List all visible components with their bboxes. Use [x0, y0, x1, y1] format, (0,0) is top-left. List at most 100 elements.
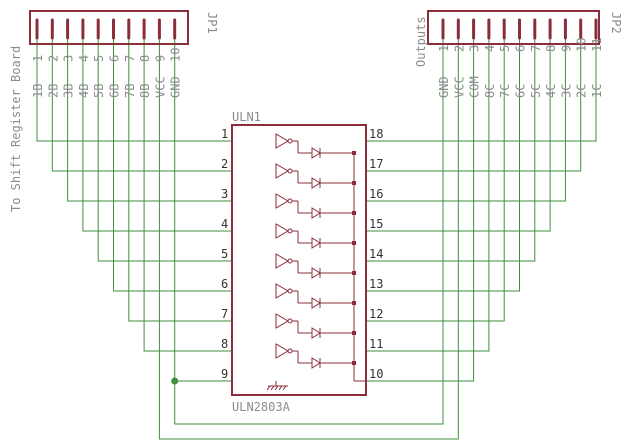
jp1-pin-number: 1: [31, 55, 45, 62]
jp1-signal-label: 2B: [46, 84, 60, 98]
buffer-triangle-icon: [275, 223, 289, 239]
jp2-pin-number: 7: [529, 45, 543, 52]
jp2-signal-label: 1C: [590, 84, 604, 98]
jp1-pin-number: 5: [92, 55, 106, 62]
output-net: [366, 38, 536, 262]
uln-pin-number-right: 11: [369, 337, 383, 351]
input-net: [36, 38, 232, 142]
jp1-pin-number: 7: [123, 55, 137, 62]
jp2-signal-label: 7C: [498, 84, 512, 98]
uln-pin-number-left: 2: [221, 157, 228, 171]
jp1-name: JP1: [205, 12, 219, 34]
jp1-pin-number: 4: [77, 55, 91, 62]
uln-pin-number-right: 13: [369, 277, 383, 291]
jp1-header-body: [29, 10, 189, 45]
uln-pin-number-right: 17: [369, 157, 383, 171]
output-net: [366, 38, 490, 352]
diode-triangle-icon: [311, 177, 321, 189]
jp1-pin-number: 9: [153, 55, 167, 62]
input-net: [128, 38, 232, 322]
darlington-driver: [275, 193, 356, 219]
ground-net: [174, 38, 444, 425]
buffer-triangle-icon: [275, 313, 289, 329]
darlington-drivers: [275, 133, 366, 382]
jp2-pin-number: 3: [468, 45, 482, 52]
darlington-driver: [275, 133, 356, 159]
input-net: [82, 38, 232, 232]
buffer-triangle-icon: [275, 343, 289, 359]
uln-pin-number-left: 5: [221, 247, 228, 261]
output-net: [366, 38, 582, 172]
jp2-signal-label: 5C: [529, 84, 543, 98]
net-wires: [36, 38, 597, 440]
buffer-triangle-icon: [275, 133, 289, 149]
uln-pin-number-left: 4: [221, 217, 228, 231]
darlington-driver: [275, 343, 356, 369]
jp2-signal-label: 2C: [575, 84, 589, 98]
labels: JP1 To Shift Register Board JP2 Outputs …: [9, 12, 623, 414]
jp2-pin-number: 1: [437, 45, 451, 52]
jp1-signal-label: 5B: [92, 84, 106, 98]
uln-pin-number-right: 15: [369, 217, 383, 231]
diode-triangle-icon: [311, 207, 321, 219]
jp2-signal-label: GND: [437, 76, 451, 98]
diode-triangle-icon: [311, 267, 321, 279]
darlington-driver: [275, 223, 356, 249]
uln-name: ULN1: [232, 110, 261, 124]
vcc-net: [158, 38, 459, 440]
input-net: [67, 38, 232, 202]
output-net: [366, 38, 520, 292]
darlington-driver: [275, 283, 356, 309]
ground-junction-dot: [171, 377, 179, 385]
uln-pin-number-right: 12: [369, 307, 383, 321]
uln-value: ULN2803A: [232, 400, 291, 414]
uln-chip-body: [231, 124, 367, 396]
jp2-pin-number: 2: [452, 45, 466, 52]
jp1-signal-label: 7B: [123, 84, 137, 98]
jp1-signal-label: 6B: [108, 84, 122, 98]
buffer-triangle-icon: [275, 253, 289, 269]
diode-triangle-icon: [311, 237, 321, 249]
jp2-signal-label: 8C: [483, 84, 497, 98]
jp2-caption: Outputs: [414, 16, 428, 67]
jp2-pin-number: 11: [590, 38, 604, 52]
components: [29, 10, 600, 396]
jp1-signal-label: VCC: [153, 76, 167, 98]
jp1-signal-label: 1B: [31, 84, 45, 98]
jp2-signal-label: 3C: [559, 84, 573, 98]
jp1-signal-label: 4B: [77, 84, 91, 98]
buffer-triangle-icon: [275, 193, 289, 209]
jp2-pin-number: 5: [498, 45, 512, 52]
output-net: [366, 38, 505, 322]
jp1-pin-number: 10: [169, 48, 183, 62]
jp1-signal-label: 8B: [138, 84, 152, 98]
input-net: [113, 38, 232, 292]
jp2-name: JP2: [609, 12, 623, 34]
jp2-pin-number: 10: [575, 38, 589, 52]
uln-pin-number-right: 10: [369, 367, 383, 381]
jp1-pin-number: 3: [62, 55, 76, 62]
jp1-pin-number: 2: [46, 55, 60, 62]
jp2-header-body: [427, 10, 600, 45]
jp2-signal-label: 4C: [544, 84, 558, 98]
buffer-triangle-icon: [275, 163, 289, 179]
jp1-caption: To Shift Register Board: [9, 46, 23, 212]
diode-triangle-icon: [311, 327, 321, 339]
diode-triangle-icon: [311, 147, 321, 159]
uln-pin-number-left: 1: [221, 127, 228, 141]
uln-pin-number-right: 16: [369, 187, 383, 201]
jp1-signal-label: GND: [169, 76, 183, 98]
jp2-pin-number: 8: [544, 45, 558, 52]
uln-pin-number-left: 3: [221, 187, 228, 201]
jp1-signal-label: 3B: [62, 84, 76, 98]
uln-pin-number-left: 7: [221, 307, 228, 321]
jp1-pin-number: 6: [108, 55, 122, 62]
uln-pin-number-right: 14: [369, 247, 383, 261]
ground-net: [174, 38, 232, 382]
jp2-pin-number: 4: [483, 45, 497, 52]
darlington-driver: [275, 313, 356, 339]
jp2-signal-label: 6C: [514, 84, 528, 98]
uln-pin-number-right: 18: [369, 127, 383, 141]
jp2-pin-number: 9: [559, 45, 573, 52]
jp1-pin-number: 8: [138, 55, 152, 62]
